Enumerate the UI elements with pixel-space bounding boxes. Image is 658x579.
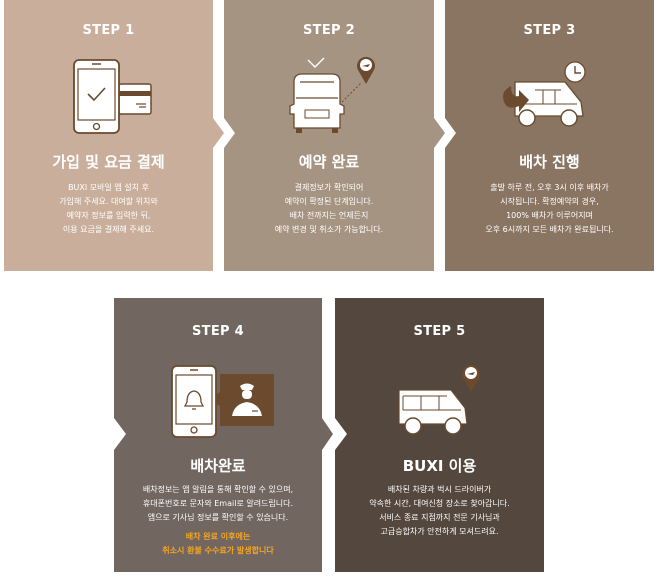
description-line: 서비스 종료 지점까지 전문 기사님과 — [379, 513, 500, 522]
description-line: 오후 6시까지 모든 배차가 완료됩니다. — [485, 225, 614, 234]
van-side-location-icon — [398, 364, 480, 435]
van-front-check-location-icon — [289, 56, 375, 133]
description-line: 고급승합차가 안전하게 모셔드려요. — [380, 527, 499, 536]
description-line: 출발 하루 전, 오후 3시 이후 배차가 — [490, 183, 609, 192]
description-line: 예약 변경 및 취소가 가능합니다. — [274, 225, 384, 234]
step-5-card: STEP 5 BUXI 이용 배차된 차량과 벅시 드라이버가 약속한 시간, … — [335, 298, 545, 579]
step-5-title: BUXI 이용 — [402, 457, 477, 475]
description-line: 예약자 정보를 입력한 뒤, — [66, 211, 151, 220]
step-2-card: STEP 2 예약 완료 결제정보가 확인되어 예약이 확정된 단계입니다. 배… — [224, 0, 446, 272]
cancellation-fee-warning: 배차 완료 이후에는 취소시 환불 수수료가 발생합니다 — [114, 530, 322, 558]
description-line: 약속한 시간, 대여신청 장소로 찾아갑니다. — [369, 499, 510, 508]
warning-line: 배차 완료 이후에는 — [185, 532, 251, 541]
description-line: 휴대폰번호로 문자와 Email로 알려드립니다. — [142, 499, 294, 508]
phone-check-card-icon — [73, 59, 152, 134]
step-5-background — [335, 298, 544, 572]
step-3-description: 출발 하루 전, 오후 3시 이후 배차가 시작됩니다. 확정예약의 경우, 1… — [445, 181, 654, 237]
description-line: 결제정보가 확인되어 — [294, 183, 364, 192]
step-2-background — [224, 0, 445, 271]
description-line: 100% 배차가 이루어지며 — [506, 211, 593, 220]
step-1-card: STEP 1 가입 및 요금 결제 BUXI 모바일 앱 설치 후 가입해 주세… — [4, 0, 226, 272]
step-4-label: STEP 4 — [191, 324, 244, 339]
step-4-background — [114, 298, 333, 572]
description-line: BUXI 모바일 앱 설치 후 — [68, 183, 149, 192]
description-line: 배차정보는 앱 알림을 통해 확인할 수 있으며, — [142, 485, 294, 494]
step-4-title: 배차완료 — [190, 457, 246, 475]
step-1-description: BUXI 모바일 앱 설치 후 가입해 주세요. 대여할 위치와 예약자 정보를… — [4, 181, 213, 237]
step-3-title: 배차 진행 — [519, 153, 580, 171]
step-2-title: 예약 완료 — [298, 153, 360, 171]
description-line: 이용 요금을 결제해 주세요. — [62, 225, 155, 234]
description-line: 시작됩니다. 확정예약의 경우, — [500, 197, 599, 206]
step-4-card: STEP 4 배차완료 배차정보는 앱 알림을 통해 확인할 수 있으며, 휴대… — [114, 298, 336, 579]
description-line: 예약이 확정된 단계입니다. — [284, 197, 374, 206]
phone-bell-driver-icon — [171, 365, 274, 438]
step-3-card: STEP 3 배차 진행 출발 하루 전, 오후 3시 이후 배차가 시작됩니다… — [445, 0, 655, 272]
step-5-description: 배차된 차량과 벅시 드라이버가 약속한 시간, 대여신청 장소로 찾아갑니다.… — [335, 483, 544, 539]
step-3-label: STEP 3 — [523, 23, 576, 38]
description-line: 배차된 차량과 벅시 드라이버가 — [387, 485, 492, 494]
step-3-background — [445, 0, 654, 271]
description-line: 앱으로 기사님 정보를 확인할 수 있습니다. — [147, 513, 289, 522]
step-1-label: STEP 1 — [82, 23, 135, 38]
step-5-label: STEP 5 — [413, 324, 466, 339]
step-2-description: 결제정보가 확인되어 예약이 확정된 단계입니다. 배차 전까지는 언제든지 예… — [224, 181, 434, 237]
description-line: 가입해 주세요. 대여할 위치와 — [59, 197, 158, 206]
description-line: 배차 전까지는 언제든지 — [289, 211, 369, 220]
warning-line: 취소시 환불 수수료가 발생합니다 — [162, 546, 274, 555]
van-clock-arrow-icon — [503, 61, 586, 127]
step-2-label: STEP 2 — [302, 23, 355, 38]
step-1-title: 가입 및 요금 결제 — [52, 153, 165, 171]
step-1-background — [4, 0, 224, 271]
step-4-description: 배차정보는 앱 알림을 통해 확인할 수 있으며, 휴대폰번호로 문자와 Ema… — [114, 483, 322, 525]
